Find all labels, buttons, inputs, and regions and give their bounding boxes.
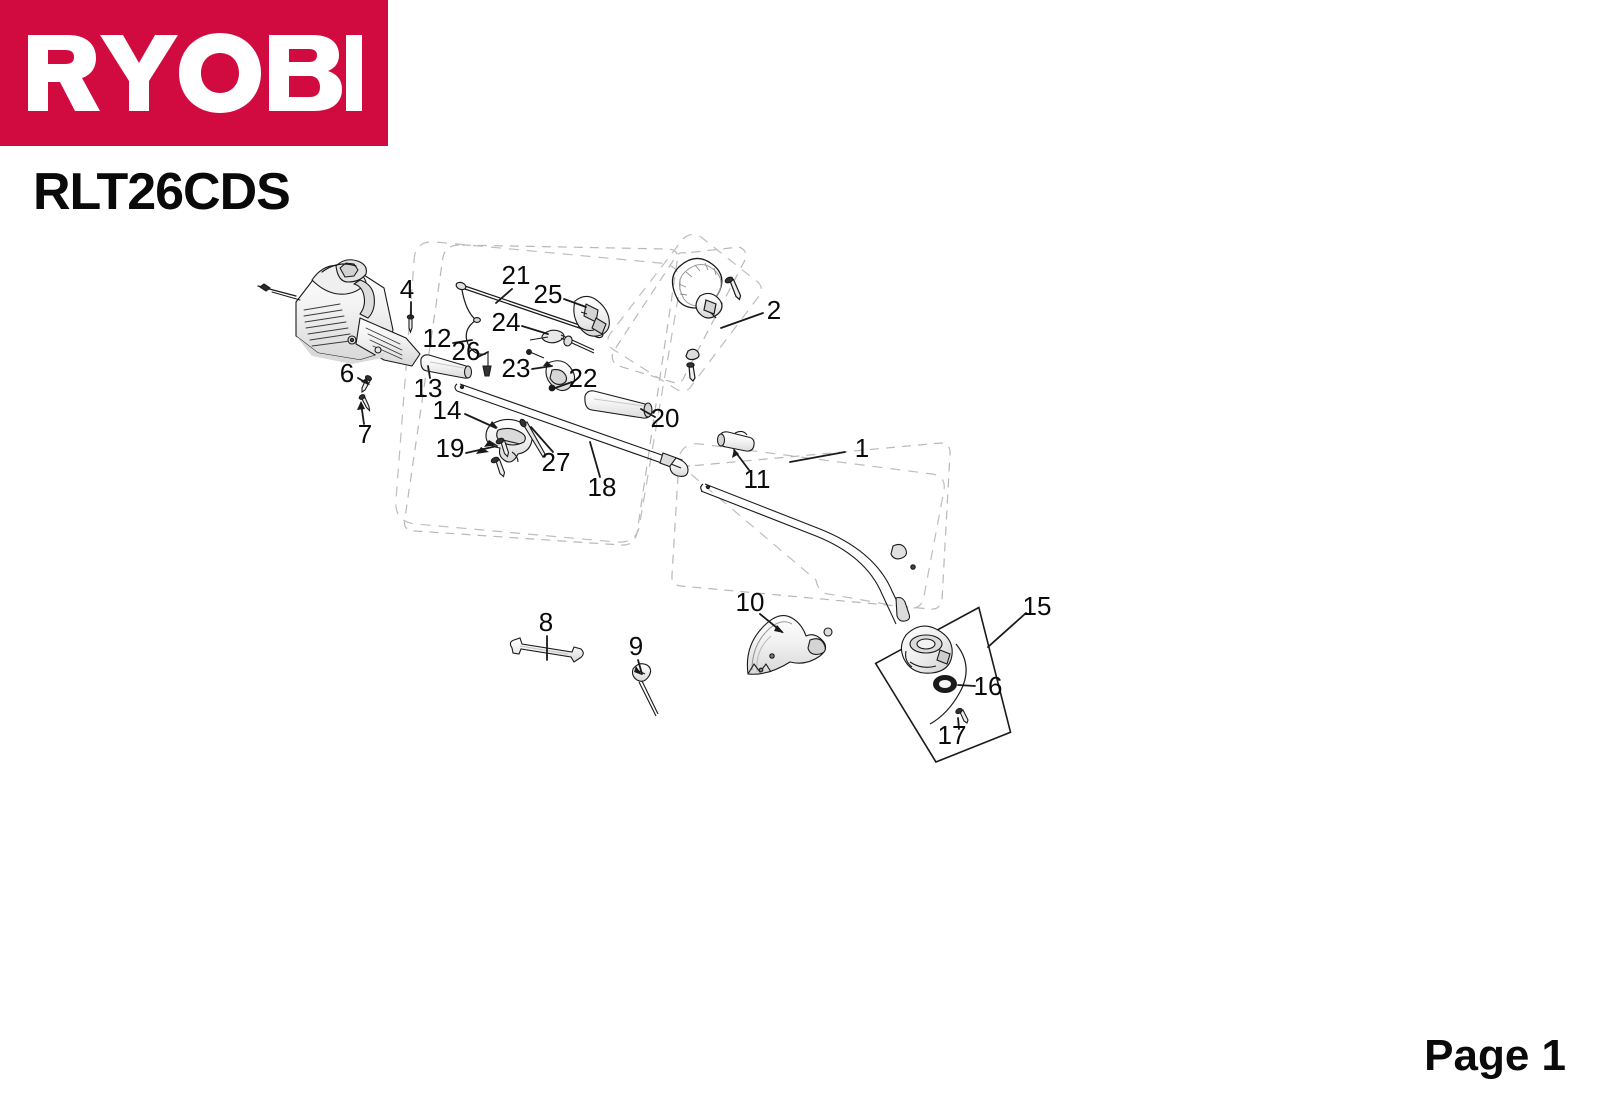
group-panel-assembly bbox=[679, 443, 945, 609]
group-panel-handle bbox=[607, 233, 762, 392]
callout-17: 17 bbox=[938, 720, 967, 750]
callout-numbers: 1 2 4 6 7 8 9 10 11 12 13 14 15 16 17 18… bbox=[340, 260, 1052, 750]
part-drive-shaft-18 bbox=[454, 383, 689, 477]
leader-20 bbox=[640, 408, 656, 418]
part-retainer-ring-16 bbox=[933, 675, 957, 693]
model-number-heading: RLT26CDS bbox=[33, 163, 291, 221]
leader-26 bbox=[477, 351, 489, 358]
ryobi-wordmark-logo: RYOBI bbox=[28, 33, 362, 113]
group-outlines bbox=[403, 244, 951, 610]
callout-15: 15 bbox=[1023, 591, 1052, 621]
callout-25: 25 bbox=[534, 279, 563, 309]
part-shaft-sleeve-20 bbox=[584, 390, 653, 419]
part-lock-pin-26 bbox=[482, 352, 492, 377]
callout-6: 6 bbox=[340, 358, 354, 388]
group-outline-handle bbox=[611, 246, 747, 384]
leader-25 bbox=[563, 298, 587, 308]
part-handle-loop-2 bbox=[671, 257, 742, 382]
leader-22 bbox=[554, 381, 573, 389]
part-trigger-pin-22 bbox=[548, 384, 556, 392]
callout-19: 19 bbox=[436, 433, 465, 463]
callout-7: 7 bbox=[358, 419, 372, 449]
callout-arrowheads bbox=[357, 361, 784, 675]
part-throttle-housing-14 bbox=[485, 418, 533, 463]
group-outline-panels bbox=[395, 233, 945, 609]
callout-13: 13 bbox=[414, 373, 443, 403]
part-engine-assembly bbox=[257, 259, 421, 367]
group-panel-shaft bbox=[395, 241, 681, 543]
callout-leader-lines bbox=[357, 288, 1027, 730]
callout-8: 8 bbox=[539, 607, 553, 637]
callout-16: 16 bbox=[974, 671, 1003, 701]
leader-15 bbox=[987, 612, 1027, 648]
leader-24 bbox=[521, 325, 549, 335]
part-housing-bolt-27 bbox=[519, 418, 546, 459]
callout-4: 4 bbox=[400, 274, 414, 304]
callout-2: 2 bbox=[767, 295, 781, 325]
callout-21: 21 bbox=[502, 260, 531, 290]
callout-23: 23 bbox=[502, 353, 531, 383]
leader-12 bbox=[452, 339, 473, 344]
callout-12: 12 bbox=[423, 323, 452, 353]
leader-16 bbox=[957, 684, 976, 687]
callout-20: 20 bbox=[651, 403, 680, 433]
group-outline-shaft bbox=[403, 244, 679, 546]
part-throttle-spring-24 bbox=[529, 329, 595, 354]
part-head-screw-17 bbox=[955, 707, 969, 724]
callout-9: 9 bbox=[629, 631, 643, 661]
callout-18: 18 bbox=[588, 472, 617, 502]
part-grass-deflector-10 bbox=[746, 615, 833, 675]
part-ignition-wire-21 bbox=[455, 281, 604, 355]
part-screw-7 bbox=[358, 394, 371, 413]
callout-26: 26 bbox=[452, 336, 481, 366]
leader-18 bbox=[589, 441, 601, 478]
callout-22: 22 bbox=[569, 363, 598, 393]
part-grip-sleeve-13 bbox=[420, 354, 473, 379]
leader-23 bbox=[531, 365, 553, 370]
leader-curve-head bbox=[929, 643, 967, 725]
leader-2 bbox=[720, 312, 764, 329]
page-number-label: Page 1 bbox=[1424, 1031, 1566, 1080]
leader-27 bbox=[530, 426, 554, 453]
leader-1 bbox=[789, 451, 846, 463]
leader-9 bbox=[637, 659, 643, 675]
part-housing-screws-19 bbox=[490, 437, 510, 478]
callout-10: 10 bbox=[736, 587, 765, 617]
ryobi-logo-banner: RYOBI bbox=[0, 0, 388, 146]
part-curved-shaft bbox=[700, 483, 916, 625]
group-outline-shaft-assembly bbox=[671, 442, 951, 610]
callout-27: 27 bbox=[542, 447, 571, 477]
callout-1: 1 bbox=[855, 433, 869, 463]
callout-11: 11 bbox=[744, 464, 771, 494]
leader-17 bbox=[957, 717, 960, 730]
leader-21 bbox=[495, 288, 513, 304]
callout-24: 24 bbox=[492, 307, 521, 337]
leader-13 bbox=[427, 365, 431, 379]
part-switch-assembly-25 bbox=[573, 295, 610, 337]
part-trimmer-head bbox=[900, 625, 953, 674]
part-shaft-coupler-11 bbox=[716, 430, 755, 452]
callout-14: 14 bbox=[433, 395, 462, 425]
